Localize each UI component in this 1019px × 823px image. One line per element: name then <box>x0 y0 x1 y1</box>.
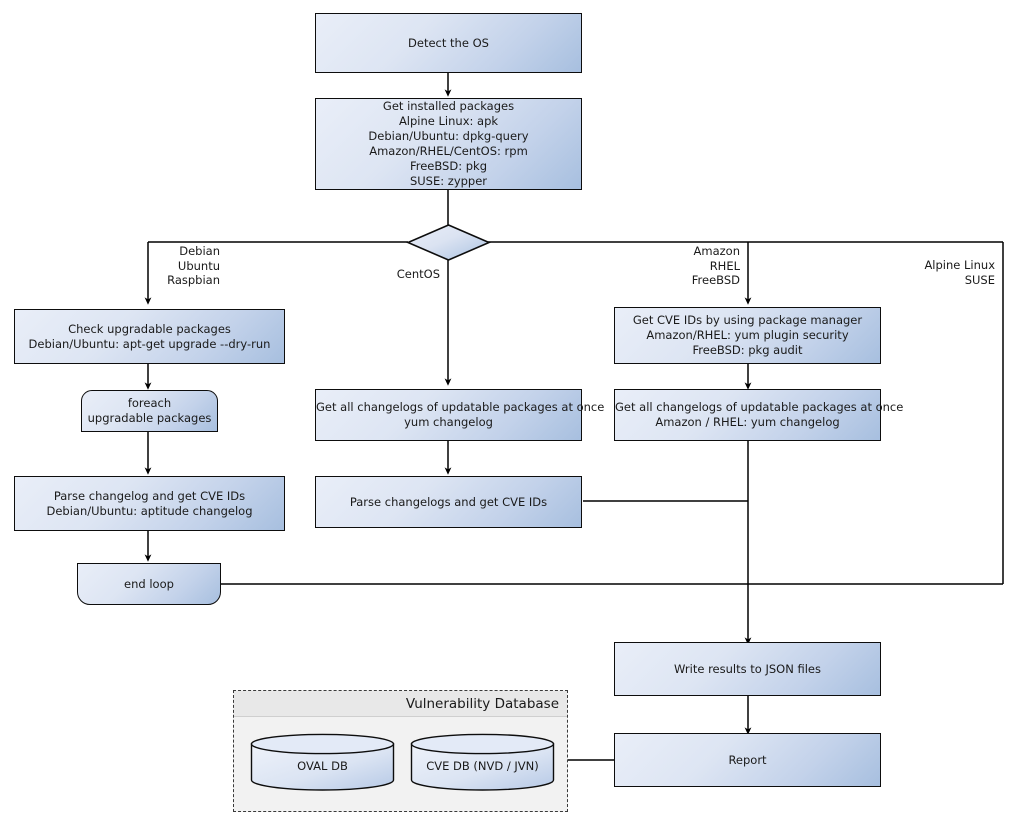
branch-amazon-line3: FreeBSD <box>691 273 740 287</box>
node-detect-os[interactable]: Detect the OS <box>315 13 582 73</box>
node-write-results[interactable]: Write results to JSON files <box>614 642 881 696</box>
vulnerability-database-group: Vulnerability Database OVAL DB <box>233 690 568 812</box>
changelogs-rhel-line2: Amazon / RHEL: yum changelog <box>655 415 840 429</box>
get-cve-pm-line1: Get CVE IDs by using package manager <box>632 313 863 327</box>
foreach-line2: upgradable packages <box>87 411 212 425</box>
branch-amazon-line1: Amazon <box>693 244 740 258</box>
oval-db-label: OVAL DB <box>297 759 348 773</box>
cve-db-cylinder[interactable]: CVE DB (NVD / JVN) <box>410 733 555 791</box>
check-upgradable-line2: Debian/Ubuntu: apt-get upgrade --dry-run <box>28 336 271 351</box>
get-cve-pm-line3: FreeBSD: pkg audit <box>692 343 803 357</box>
vulnerability-database-header: Vulnerability Database <box>234 691 567 717</box>
os-decision-diamond[interactable] <box>406 223 491 262</box>
vulnerability-database-title: Vulnerability Database <box>405 695 559 712</box>
node-changelogs-centos[interactable]: Get all changelogs of updatable packages… <box>315 389 605 441</box>
branch-label-amazon: Amazon RHEL FreeBSD <box>620 244 740 288</box>
branch-centos-line1: CentOS <box>396 267 440 281</box>
check-upgradable-line1: Check upgradable packages <box>68 321 231 336</box>
branch-debian-line1: Debian <box>179 244 220 258</box>
installed-pkgs-line3: Debian/Ubuntu: dpkg-query <box>368 129 529 143</box>
branch-label-debian: Debian Ubuntu Raspbian <box>96 244 220 288</box>
node-foreach-loop[interactable]: foreach upgradable packages <box>81 390 218 432</box>
parse-changelogs-centos-label: Parse changelogs and get CVE IDs <box>349 494 548 509</box>
report-label: Report <box>728 752 767 767</box>
parse-changelog-deb-line1: Parse changelog and get CVE IDs <box>53 488 246 503</box>
branch-alpine-line2: SUSE <box>964 272 995 287</box>
oval-db-cylinder[interactable]: OVAL DB <box>250 733 395 791</box>
branch-alpine-line1: Alpine Linux <box>924 258 995 272</box>
node-parse-changelog-debian[interactable]: Parse changelog and get CVE IDs Debian/U… <box>14 476 285 531</box>
changelogs-centos-line1: Get all changelogs of updatable packages… <box>316 400 605 414</box>
parse-changelog-deb-line2: Debian/Ubuntu: aptitude changelog <box>46 503 253 518</box>
detect-os-label: Detect the OS <box>408 35 489 50</box>
branch-debian-line3: Raspbian <box>167 273 220 287</box>
installed-pkgs-line4: Amazon/RHEL/CentOS: rpm <box>369 144 528 158</box>
installed-pkgs-line5: FreeBSD: pkg <box>409 159 488 173</box>
node-get-installed-packages[interactable]: Get installed packages Alpine Linux: apk… <box>315 98 582 190</box>
node-get-cve-package-manager[interactable]: Get CVE IDs by using package manager Ama… <box>614 307 881 364</box>
branch-amazon-line2: RHEL <box>709 258 740 273</box>
end-loop-label: end loop <box>124 576 174 591</box>
installed-pkgs-line2: Alpine Linux: apk <box>398 114 499 128</box>
node-check-upgradable-packages[interactable]: Check upgradable packages Debian/Ubuntu:… <box>14 309 285 364</box>
foreach-line1: foreach <box>127 396 172 410</box>
branch-label-alpine: Alpine Linux SUSE <box>875 258 995 287</box>
end-loop-shape <box>77 563 221 605</box>
write-results-label: Write results to JSON files <box>674 661 821 676</box>
branch-debian-line2: Ubuntu <box>177 258 220 273</box>
installed-pkgs-line1: Get installed packages <box>382 99 515 113</box>
branch-label-centos: CentOS <box>320 267 440 282</box>
foreach-shape <box>81 390 218 432</box>
cve-db-label: CVE DB (NVD / JVN) <box>426 759 539 773</box>
changelogs-rhel-line1: Get all changelogs of updatable packages… <box>615 400 904 414</box>
get-cve-pm-line2: Amazon/RHEL: yum plugin security <box>646 328 849 342</box>
node-end-loop[interactable]: end loop <box>77 563 221 605</box>
node-changelogs-rhel[interactable]: Get all changelogs of updatable packages… <box>614 389 904 441</box>
installed-pkgs-line6: SUSE: zypper <box>409 174 488 188</box>
node-parse-changelogs-centos[interactable]: Parse changelogs and get CVE IDs <box>315 476 582 528</box>
node-report[interactable]: Report <box>614 733 881 787</box>
changelogs-centos-line2: yum changelog <box>404 415 493 429</box>
